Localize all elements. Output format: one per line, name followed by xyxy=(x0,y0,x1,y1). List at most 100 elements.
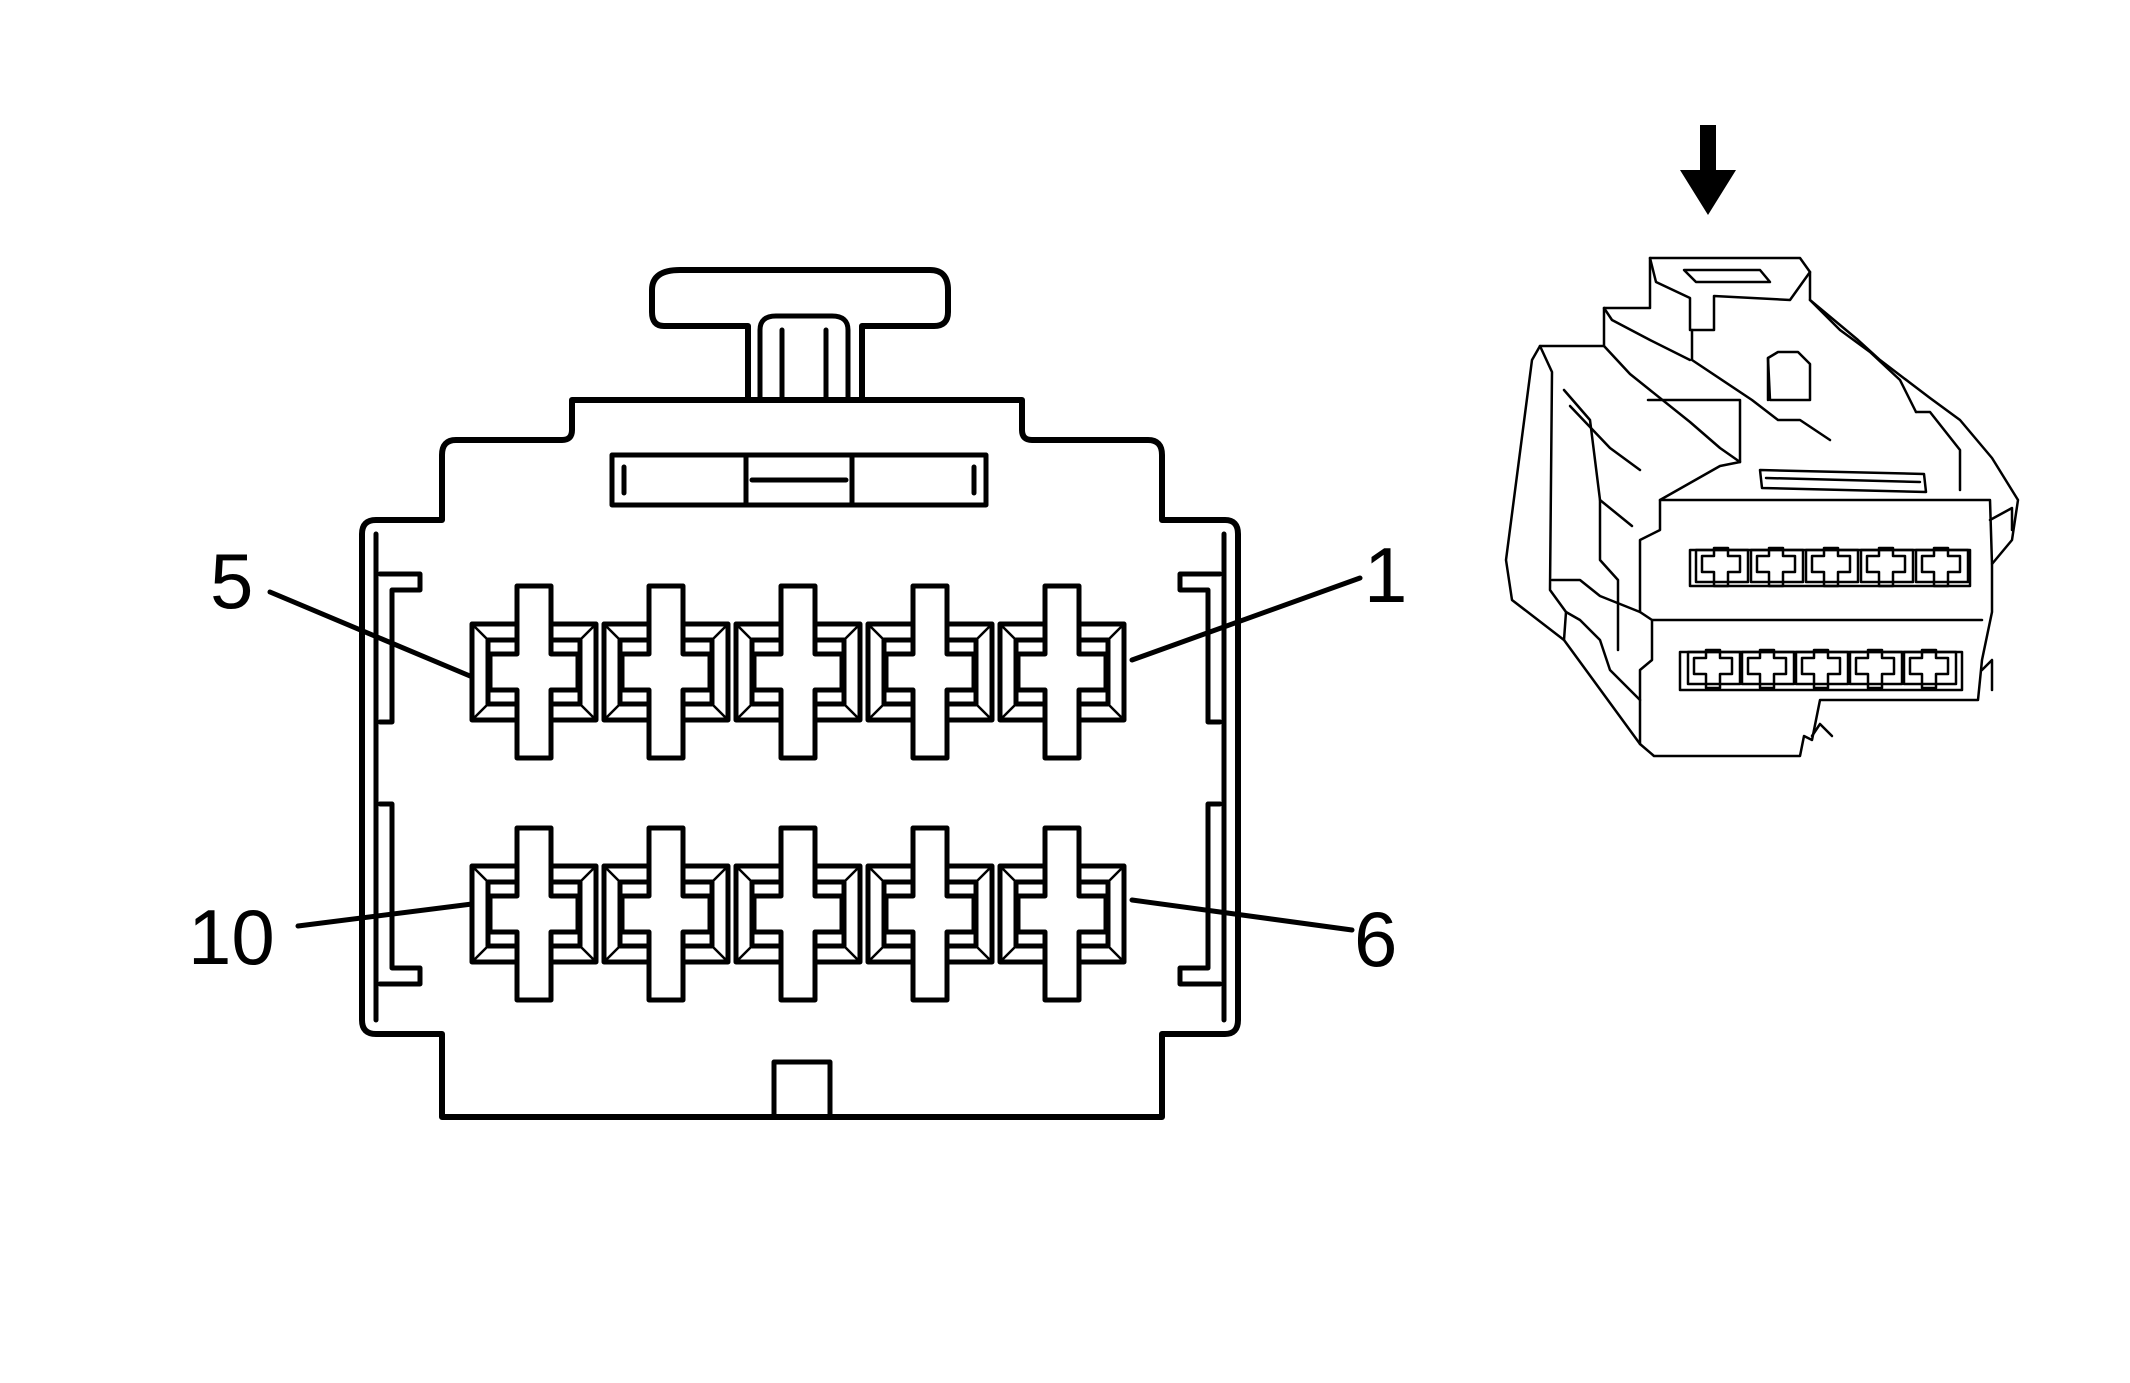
iso-left-rail-b xyxy=(1568,404,1642,472)
iso-front-border xyxy=(1658,498,1994,566)
leader-line-pin-1 xyxy=(1129,575,1363,663)
iso-cavity xyxy=(1755,546,1797,588)
terminal-cross xyxy=(1015,583,1109,761)
cavity-bevel xyxy=(578,622,598,642)
iso-cavity-frame xyxy=(1740,650,1796,686)
iso-cavity-frame xyxy=(1859,548,1915,584)
cavity xyxy=(601,583,731,761)
cavity xyxy=(865,583,995,761)
iso-left-rail-d xyxy=(1564,610,1642,702)
cavity-bevel xyxy=(710,864,730,884)
iso-latch-inner xyxy=(1690,328,1832,442)
iso-cavity xyxy=(1920,546,1962,588)
iso-cavity-frame xyxy=(1914,548,1970,584)
leader-line-pin-5 xyxy=(267,589,473,679)
cavity-bevel xyxy=(578,864,598,884)
terminal-cross xyxy=(751,825,845,1003)
cavity-bevel xyxy=(578,944,598,964)
iso-upper-slot xyxy=(1758,468,1928,494)
iso-right-flange-lower xyxy=(1980,658,1994,692)
cavity-bevel xyxy=(998,702,1018,722)
iso-left-rail-a xyxy=(1562,388,1634,528)
terminal-cross xyxy=(619,583,713,761)
cavity-bevel xyxy=(842,622,862,642)
cavity-bevel xyxy=(602,864,622,884)
iso-right-ridge xyxy=(1808,298,1918,414)
cavity-bevel xyxy=(1106,944,1126,964)
iso-roof-ridge xyxy=(1602,306,1692,362)
cavity-bevel xyxy=(602,944,622,964)
iso-latch-post xyxy=(1766,350,1812,402)
pin-label-10: 10 xyxy=(188,893,275,981)
arrow-down-icon xyxy=(1680,125,1736,215)
cavity-bevel xyxy=(710,944,730,964)
cavity-bevel xyxy=(1106,864,1126,884)
iso-cavity-frame xyxy=(1686,650,1742,686)
cavity-bevel xyxy=(734,864,754,884)
iso-body-outline xyxy=(1504,256,2020,758)
cavity-bevel xyxy=(578,702,598,722)
terminal-cross xyxy=(883,583,977,761)
iso-cavity-frame xyxy=(1902,650,1958,686)
cavity-bevel xyxy=(602,622,622,642)
cavity xyxy=(469,825,599,1003)
connector-isometric-view xyxy=(1504,125,2020,758)
leader-line-pin-10 xyxy=(295,901,475,929)
cavity-bevel xyxy=(866,944,886,964)
iso-cavity xyxy=(1800,648,1842,690)
bottom-key-notch xyxy=(771,1059,833,1120)
cavity-bevel xyxy=(470,702,490,722)
cavity-bevel xyxy=(470,944,490,964)
terminal-cross xyxy=(619,825,713,1003)
cavity-bevel xyxy=(974,944,994,964)
right-key-lower xyxy=(1177,801,1223,987)
cavity-bevel xyxy=(866,622,886,642)
iso-right-flange-upper xyxy=(1988,506,2014,532)
iso-upper-slot-inner xyxy=(1764,476,1922,484)
cavity xyxy=(601,825,731,1003)
cavity-bevel xyxy=(842,864,862,884)
cavity-bevel xyxy=(998,622,1018,642)
cavity-bevel xyxy=(998,944,1018,964)
cavity-bevel xyxy=(998,864,1018,884)
cavity-bevel xyxy=(1106,702,1126,722)
iso-latch xyxy=(1648,256,1812,332)
left-key-lower xyxy=(377,801,423,987)
pin-label-6: 6 xyxy=(1354,895,1397,983)
iso-latch-window xyxy=(1682,268,1772,284)
cavity-bevel xyxy=(470,622,490,642)
lock-tab-stem xyxy=(757,313,851,403)
iso-cavity xyxy=(1692,648,1734,690)
iso-cavity-frame xyxy=(1848,650,1904,686)
cavity-bevel xyxy=(974,622,994,642)
left-key-upper xyxy=(377,571,423,725)
iso-cavity-frame xyxy=(1794,650,1850,686)
cavity xyxy=(733,583,863,761)
cavity-bevel xyxy=(974,702,994,722)
iso-cavity xyxy=(1810,546,1852,588)
cavity xyxy=(997,583,1127,761)
iso-cavity xyxy=(1908,648,1950,690)
leader-line-pin-6 xyxy=(1129,897,1355,933)
cavity-grid xyxy=(469,583,1127,1003)
cavity-bevel xyxy=(974,864,994,884)
connector-face-view: 5 1 10 6 xyxy=(188,267,1407,1120)
lock-tab xyxy=(649,267,951,403)
cavity xyxy=(865,825,995,1003)
terminal-cross xyxy=(487,825,581,1003)
iso-roof xyxy=(1602,344,1742,464)
iso-left-rail-c xyxy=(1550,578,1642,614)
cavity-bevel xyxy=(470,864,490,884)
cavity-bevel xyxy=(866,864,886,884)
cavity xyxy=(469,583,599,761)
cavity-bevel xyxy=(710,622,730,642)
iso-left-side xyxy=(1538,344,1568,642)
iso-cavity xyxy=(1865,546,1907,588)
terminal-cross xyxy=(1015,825,1109,1003)
cavity xyxy=(997,825,1127,1003)
cavity-bevel xyxy=(734,702,754,722)
terminal-cross xyxy=(751,583,845,761)
terminal-cross xyxy=(487,583,581,761)
cavity xyxy=(733,825,863,1003)
